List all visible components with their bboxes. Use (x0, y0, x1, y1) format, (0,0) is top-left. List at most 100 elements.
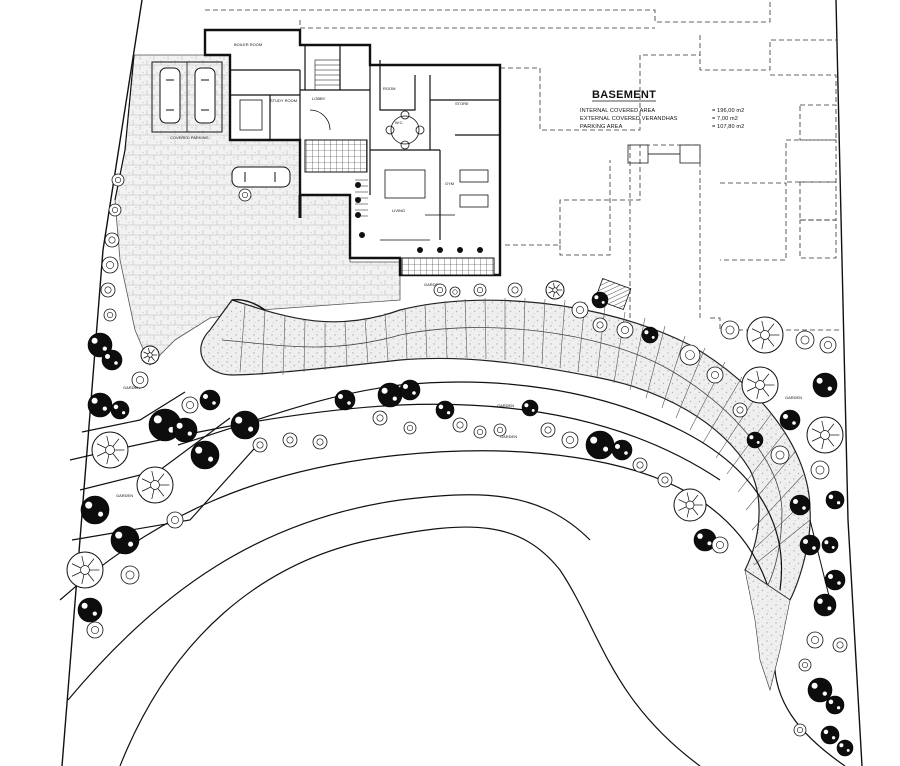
tree-icon (720, 320, 740, 340)
shrub-icon (80, 495, 110, 525)
boiler-room-label: BOILER ROOM (234, 42, 262, 47)
schedule-row-value: = 196,00 m2 (712, 108, 744, 114)
tree-icon (238, 188, 252, 202)
right-cobble-strip (744, 569, 791, 692)
schedule-row-label: PARKING AREA (580, 124, 623, 130)
tree-icon (312, 434, 328, 450)
shrub-icon (399, 379, 421, 401)
tree-icon (66, 551, 104, 589)
shrub-icon (825, 695, 845, 715)
tree-icon (741, 366, 779, 404)
tree-icon (104, 232, 120, 248)
schedule-title: BASEMENT (592, 89, 656, 101)
garden-label: GARDEN (116, 493, 133, 498)
shrub-icon (807, 677, 833, 703)
tree-icon (433, 283, 447, 297)
tree-icon (832, 637, 848, 653)
tree-icon (473, 425, 487, 439)
garden-label: GARDEN (500, 434, 517, 439)
tree-icon (473, 283, 487, 297)
tree-icon (507, 282, 523, 298)
tree-icon (746, 316, 784, 354)
shrub-icon (172, 417, 198, 443)
gym-label: GYM (445, 181, 454, 186)
tree-icon (136, 466, 174, 504)
tree-icon (282, 432, 298, 448)
shrub-icon (813, 593, 837, 617)
tree-icon (403, 421, 417, 435)
hedges (355, 182, 483, 253)
tree-icon (810, 460, 830, 480)
neighbouring-plots (205, 0, 842, 331)
schedule-row-label: INTERNAL COVERED AREA (580, 108, 655, 114)
tree-icon (120, 565, 140, 585)
living-label: LIVING (392, 208, 405, 213)
tree-icon (166, 511, 184, 529)
tree-icon (111, 173, 125, 187)
tree-icon (806, 631, 824, 649)
building: BOILER ROOM STUDY ROOM LOBBY COVERED PAR… (151, 28, 502, 277)
tree-icon (657, 472, 673, 488)
tree-icon (819, 336, 837, 354)
shrub-icon (591, 291, 609, 309)
site-boundary (61, 0, 863, 766)
tree-icon (101, 256, 119, 274)
tree-icon (452, 417, 468, 433)
store-label: STORE (455, 101, 469, 106)
tree-icon (131, 371, 149, 389)
shrub-icon (812, 372, 838, 398)
garden-label: GARDEN (123, 385, 140, 390)
tree-icon (673, 488, 707, 522)
pergola-columns (627, 144, 701, 164)
shrub-icon (836, 739, 854, 757)
tree-icon (679, 344, 701, 366)
tree-icon (493, 423, 507, 437)
tree-icon (181, 396, 199, 414)
tree-icon (252, 437, 268, 453)
schedule-row-value: = 7,00 m2 (712, 116, 738, 122)
tree-icon (86, 621, 104, 639)
lobby-label: LOBBY (312, 96, 326, 101)
tree-icon (770, 445, 790, 465)
area-schedule: BASEMENT INTERNAL COVERED AREA = 196,00 … (580, 89, 744, 130)
shrub-icon (77, 597, 103, 623)
tree-icon (711, 536, 729, 554)
shrub-icon (87, 392, 113, 418)
tree-icon (616, 321, 634, 339)
tree-icon (108, 203, 122, 217)
shrub-icon (611, 439, 633, 461)
shrub-icon (110, 525, 140, 555)
shrub-icon (199, 389, 221, 411)
room-label: ROOM (383, 86, 395, 91)
garden-labels: GARDEN GARDEN GARDEN GARDEN GARDEN GARDE… (116, 282, 802, 498)
shrub-icon (825, 490, 845, 510)
tree-icon (100, 282, 116, 298)
shrub-icon (87, 332, 113, 358)
schedule-row-label: EXTERNAL COVERED VERANDHAS (580, 116, 678, 122)
tree-icon (806, 416, 844, 454)
landscaping (66, 173, 854, 757)
tiled-terrace (304, 139, 368, 173)
shrub-icon (230, 410, 260, 440)
garden-label: GARDEN (424, 282, 441, 287)
shrub-icon (789, 494, 811, 516)
tree-icon (592, 317, 608, 333)
tree-icon (372, 410, 388, 426)
shrub-icon (435, 400, 455, 420)
tree-icon (140, 345, 160, 365)
shrub-icon (641, 326, 659, 344)
shrub-icon (824, 569, 846, 591)
study-room-label: STUDY ROOM (270, 98, 297, 103)
tree-icon (561, 431, 579, 449)
garden-label: GARDEN (497, 403, 514, 408)
tree-icon (793, 723, 807, 737)
shrub-icon (746, 431, 764, 449)
shrub-icon (585, 430, 615, 460)
tree-icon (91, 431, 129, 469)
shrub-icon (820, 725, 840, 745)
stairs (314, 59, 368, 217)
room-labels: BOILER ROOM STUDY ROOM LOBBY COVERED PAR… (170, 42, 469, 213)
parked-cars (159, 67, 291, 188)
tree-icon (571, 301, 589, 319)
